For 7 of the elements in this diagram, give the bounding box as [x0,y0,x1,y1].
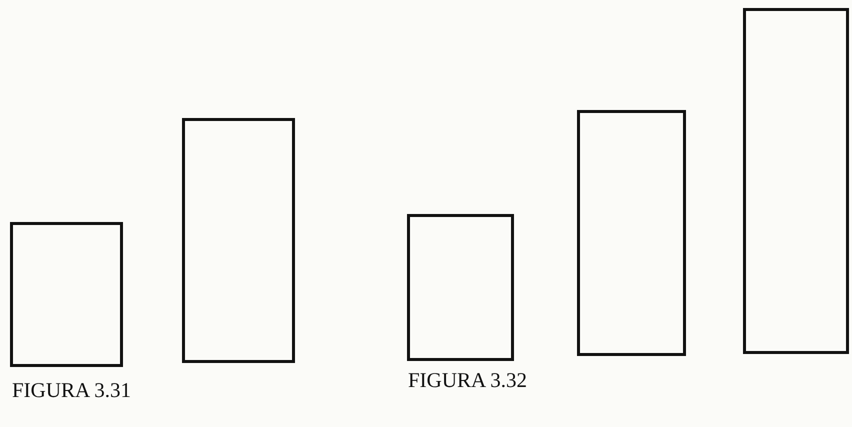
rectangle [743,8,849,354]
rectangle [182,118,295,363]
rectangle [577,110,686,356]
figure-caption: FIGURA 3.31 [12,378,132,403]
rectangle [10,222,123,367]
figure-caption: FIGURA 3.32 [408,368,528,393]
rectangle [407,214,514,361]
